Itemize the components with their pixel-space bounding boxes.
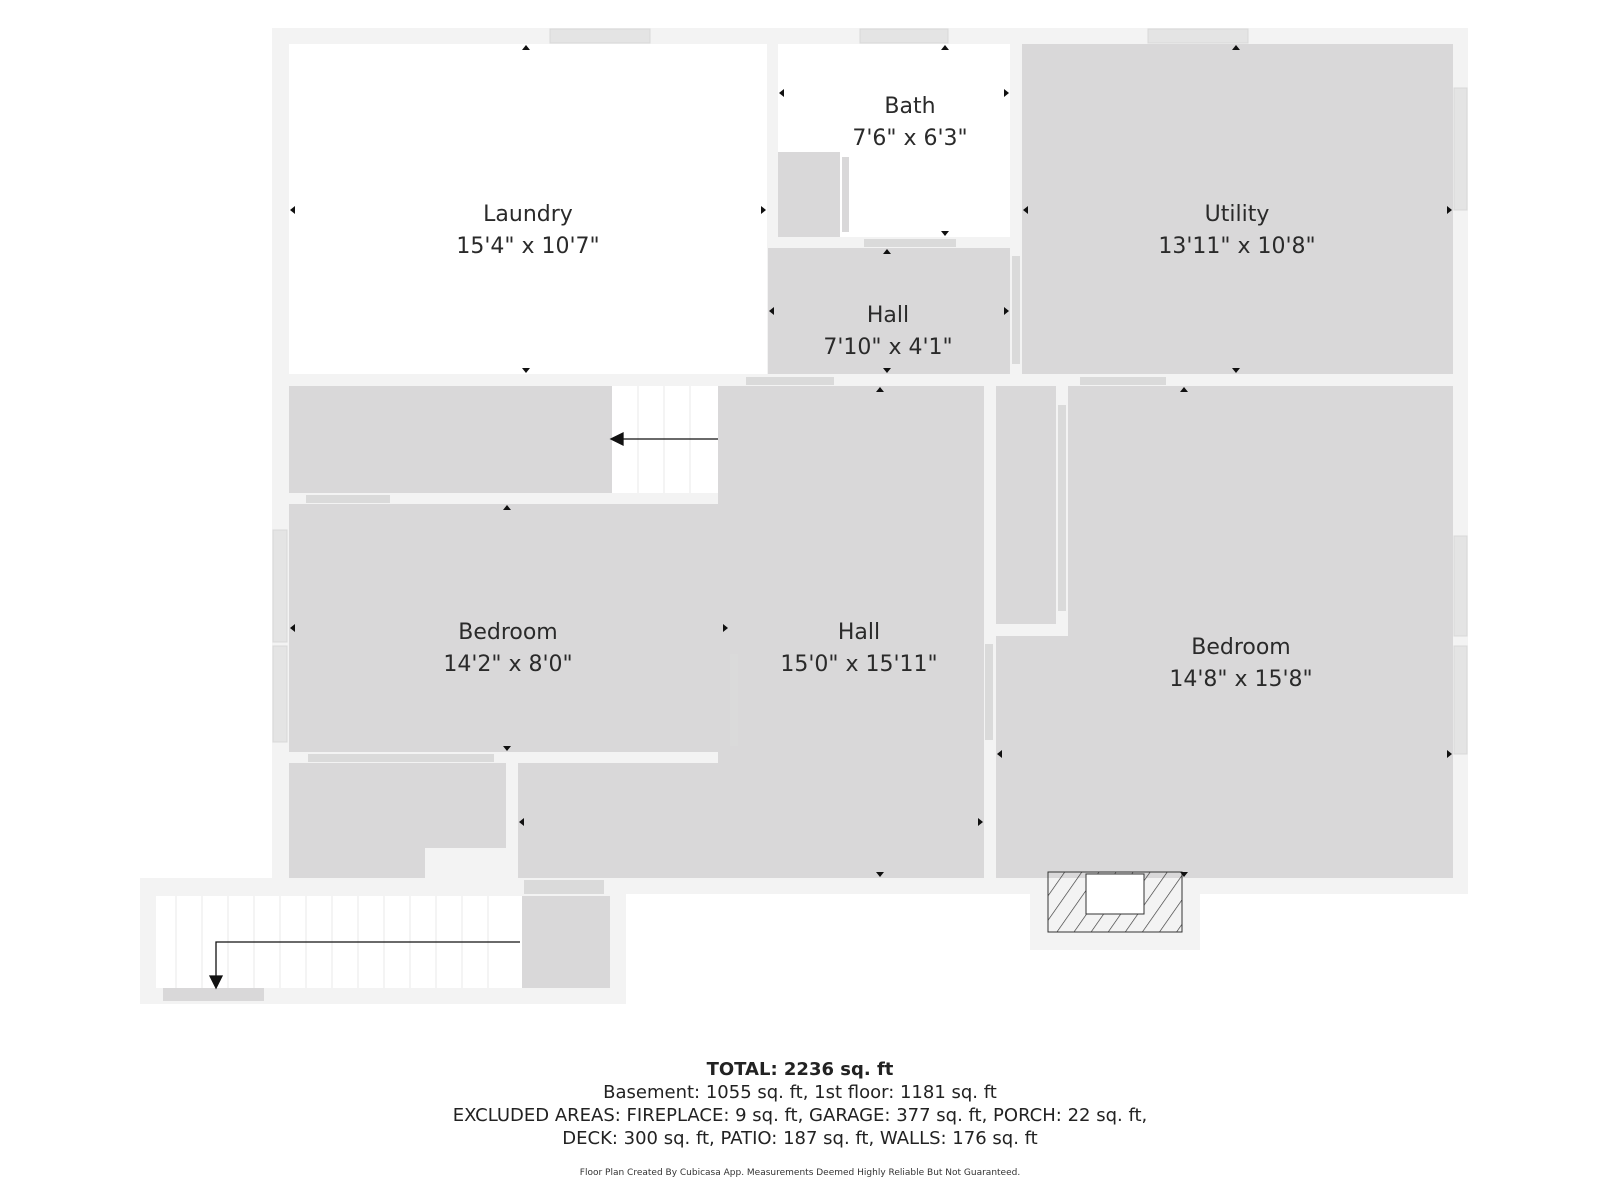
bedroom-right-size: 14'8" x 15'8" [1169,667,1312,692]
closet-bottom-notch [425,848,506,878]
dimension-markers [290,45,1452,877]
bath-vanity-edge [842,157,849,232]
room-labels: Laundry 15'4" x 10'7" Bath 7'6" x 6'3" U… [443,94,1315,692]
floor-areas: Basement: 1055 sq. ft, 1st floor: 1181 s… [603,1082,997,1103]
excluded-areas-line1: EXCLUDED AREAS: FIREPLACE: 9 sq. ft, GAR… [452,1105,1148,1126]
landing-block [522,896,610,988]
bedroom-left-room [289,504,729,752]
hall-small-name: Hall [867,303,909,328]
bedroom-left-size: 14'2" x 8'0" [443,652,572,677]
stair-bottom-step-grey [163,988,264,1001]
utility-room [1022,44,1453,374]
utility-size: 13'11" x 10'8" [1158,234,1315,259]
laundry-room [289,44,767,374]
stair-bottom-arrow-head [208,975,224,990]
hall-large-lower [518,763,984,878]
closet-top-left [289,386,612,493]
utility-name: Utility [1205,202,1270,227]
excluded-areas-line2: DECK: 300 sq. ft, PATIO: 187 sq. ft, WAL… [562,1128,1038,1149]
bedroom-left-name: Bedroom [458,620,558,645]
laundry-name: Laundry [483,202,573,227]
bedroom-right-room [1068,386,1453,878]
bath-vanity [778,152,840,237]
credit-note: Floor Plan Created By Cubicasa App. Meas… [579,1168,1021,1178]
area-summary: TOTAL: 2236 sq. ft Basement: 1055 sq. ft… [0,1058,1600,1185]
stair-arrows [208,431,718,990]
bath-size: 7'6" x 6'3" [852,126,967,151]
bedroom-right-lower [996,636,1068,878]
stair-top-arrow-head [609,431,624,447]
hall-small-room [768,248,1010,374]
fireplace [1047,871,1183,933]
hall-large-name: Hall [838,620,880,645]
closet-right-of-hall [996,386,1056,624]
hall-small-size: 7'10" x 4'1" [823,335,952,360]
hall-large-size: 15'0" x 15'11" [780,652,937,677]
total-area: TOTAL: 2236 sq. ft [706,1059,894,1080]
windows [272,28,1468,755]
bedroom-right-name: Bedroom [1191,635,1291,660]
room-shapes [156,44,1453,1001]
laundry-size: 15'4" x 10'7" [456,234,599,259]
doors [306,239,1166,894]
bath-name: Bath [884,94,935,119]
stair-bottom-arrow-line [215,941,520,978]
